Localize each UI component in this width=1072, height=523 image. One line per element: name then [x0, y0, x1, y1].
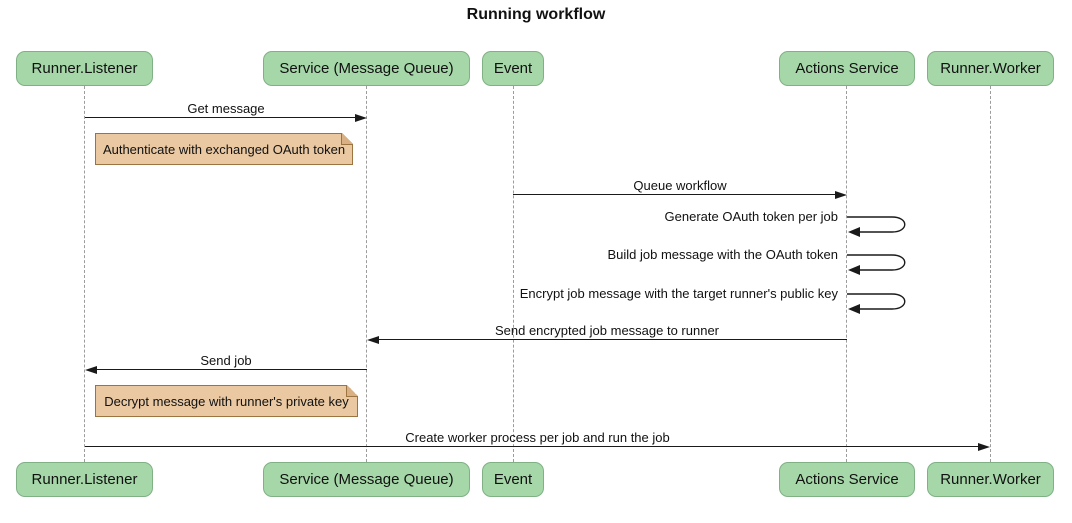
diagram-title: Running workflow [466, 6, 606, 23]
arrowhead-right-icon [978, 443, 990, 451]
note-text: Decrypt message with runner's private ke… [104, 393, 349, 409]
self-loop-arrow [847, 293, 906, 314]
lifeline-event [513, 86, 514, 462]
actor-top-runner-worker: Runner.Worker [927, 51, 1054, 86]
self-loop-arrow [847, 254, 906, 275]
message-line-send-job [96, 369, 367, 370]
self-loop-arrow [847, 216, 906, 237]
message-label-get-message: Get message [187, 101, 265, 116]
note-fold-icon [346, 385, 358, 397]
arrowhead-right-icon [355, 114, 367, 122]
arrowhead-left-icon [85, 366, 97, 374]
arrowhead-right-icon [835, 191, 847, 199]
actor-top-runner-listener: Runner.Listener [16, 51, 153, 86]
actor-bottom-runner-worker: Runner.Worker [927, 462, 1054, 497]
message-label-build-job-message: Build job message with the OAuth token [607, 247, 838, 262]
message-line-create-worker [85, 446, 981, 447]
actor-bottom-service-message-queue: Service (Message Queue) [263, 462, 470, 497]
message-line-queue-workflow [513, 194, 838, 195]
actor-bottom-actions-service: Actions Service [779, 462, 915, 497]
note-decrypt: Decrypt message with runner's private ke… [95, 385, 358, 417]
lifeline-service-message-queue [366, 86, 367, 462]
message-label-create-worker: Create worker process per job and run th… [405, 430, 670, 445]
message-label-queue-workflow: Queue workflow [633, 178, 727, 193]
lifeline-actions-service [846, 86, 847, 462]
message-label-generate-oauth-token: Generate OAuth token per job [664, 209, 838, 224]
actor-top-event: Event [482, 51, 544, 86]
actor-bottom-runner-listener: Runner.Listener [16, 462, 153, 497]
actor-top-service-message-queue: Service (Message Queue) [263, 51, 470, 86]
message-line-get-message [85, 117, 358, 118]
note-text: Authenticate with exchanged OAuth token [102, 141, 346, 157]
message-line-send-encrypted-job [378, 339, 847, 340]
message-label-send-encrypted-job: Send encrypted job message to runner [494, 323, 720, 338]
lifeline-runner-worker [990, 86, 991, 462]
arrowhead-left-icon [367, 336, 379, 344]
lifeline-runner-listener [84, 86, 85, 462]
message-label-send-job: Send job [200, 353, 252, 368]
actor-top-actions-service: Actions Service [779, 51, 915, 86]
note-fold-icon [341, 133, 353, 145]
note-authenticate: Authenticate with exchanged OAuth token [95, 133, 353, 165]
message-label-encrypt-job-message: Encrypt job message with the target runn… [519, 286, 838, 301]
actor-bottom-event: Event [482, 462, 544, 497]
